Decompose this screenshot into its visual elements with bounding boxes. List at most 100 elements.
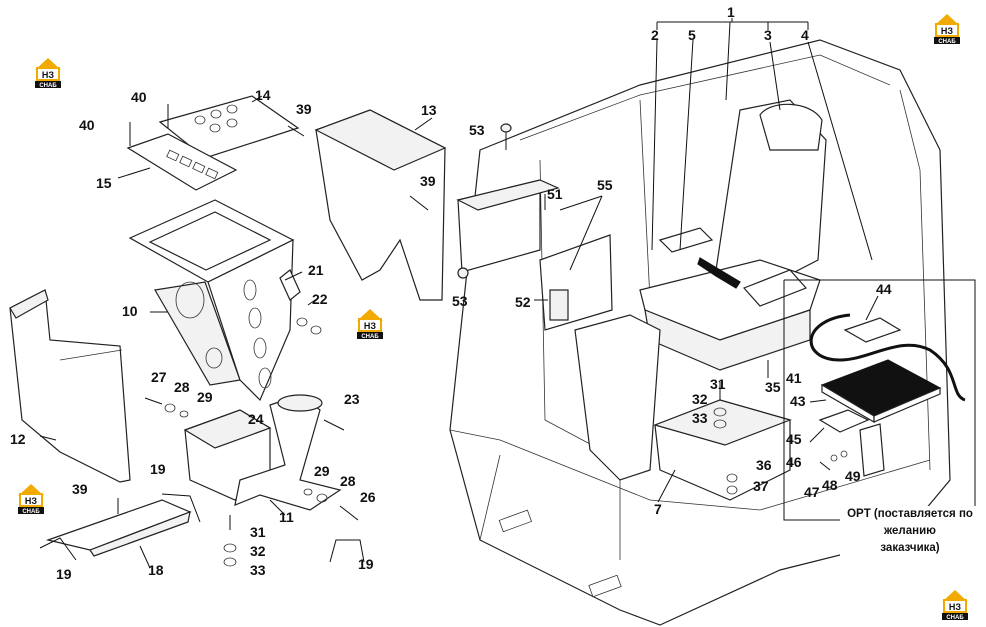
callout-45: 45 — [786, 431, 802, 447]
callout-51: 51 — [547, 186, 563, 202]
callout-4: 4 — [801, 27, 809, 43]
post-46 — [859, 423, 885, 477]
watermark-logo-icon: НЗ СНАБ — [16, 482, 46, 516]
callout-3: 3 — [764, 27, 772, 43]
callout-1: 1 — [727, 4, 735, 20]
callout-44: 44 — [876, 281, 892, 297]
svg-text:СНАБ: СНАБ — [946, 615, 964, 621]
handle-19a — [161, 493, 201, 523]
washer-37 — [726, 485, 738, 495]
callout-48: 48 — [822, 477, 838, 493]
callout-33b: 33 — [250, 562, 266, 578]
callout-10: 10 — [122, 303, 138, 319]
callout-7: 7 — [654, 501, 662, 517]
callout-49: 49 — [845, 468, 861, 484]
svg-text:СНАБ: СНАБ — [22, 509, 40, 515]
knob-53a — [500, 123, 512, 133]
opt-note-line3: заказчика) — [880, 542, 940, 554]
washer-28a — [164, 403, 176, 413]
bracket-45 — [818, 409, 870, 433]
callout-35: 35 — [765, 379, 781, 395]
leader-lines — [39, 18, 879, 569]
plate-15 — [126, 133, 238, 191]
callout-23: 23 — [344, 391, 360, 407]
callout-31b: 31 — [250, 524, 266, 540]
callout-28a: 28 — [174, 379, 190, 395]
step-18 — [45, 499, 192, 557]
callout-19b: 19 — [56, 566, 72, 582]
bolt-23 — [323, 419, 345, 431]
washer-32a — [713, 407, 727, 417]
opt-note-line1: OPT (поставляется по — [847, 508, 973, 520]
bolt-27 — [144, 397, 163, 405]
callout-43: 43 — [790, 393, 806, 409]
handle-19c — [329, 539, 365, 563]
washer-32b — [223, 543, 237, 553]
pedestal-11 — [234, 394, 342, 511]
svg-text:СНАБ: СНАБ — [39, 83, 57, 89]
callout-15: 15 — [96, 175, 112, 191]
callout-19a: 19 — [150, 461, 166, 477]
panel-12 — [9, 289, 131, 483]
callout-39c: 39 — [72, 481, 88, 497]
washer-36 — [726, 473, 738, 483]
svg-text:НЗ: НЗ — [949, 602, 961, 612]
callout-21: 21 — [308, 262, 324, 278]
bolt-39a — [287, 125, 305, 137]
callout-36: 36 — [756, 457, 772, 473]
bolt-26 — [339, 505, 359, 521]
callout-52: 52 — [515, 294, 531, 310]
callout-40a: 40 — [131, 89, 147, 105]
callout-11: 11 — [279, 509, 294, 525]
washer-33a — [713, 419, 727, 429]
nut-29a — [179, 410, 189, 418]
nut-49 — [840, 450, 848, 458]
callout-47: 47 — [804, 484, 820, 500]
belt-44 — [809, 313, 966, 402]
watermark-logo-icon: НЗ СНАБ — [940, 588, 970, 622]
callout-46: 46 — [786, 454, 802, 470]
callout-40b: 40 — [79, 117, 95, 133]
nut-29b — [303, 488, 313, 496]
callout-33a: 33 — [692, 410, 708, 426]
svg-text:НЗ: НЗ — [364, 321, 376, 331]
washer-22a — [296, 317, 308, 327]
callout-2: 2 — [651, 27, 659, 43]
opt-note-line2: желанию — [884, 525, 936, 537]
frame-10 — [128, 199, 295, 402]
callout-18: 18 — [148, 562, 164, 578]
callout-53a: 53 — [469, 122, 485, 138]
washer-33b — [223, 557, 237, 567]
callout-labels: 1 2 5 3 4 40 14 40 39 13 53 15 39 51 55 … — [10, 4, 892, 582]
seat-1 — [639, 99, 827, 371]
callout-37: 37 — [753, 478, 769, 494]
callout-29b: 29 — [314, 463, 330, 479]
callout-13: 13 — [421, 102, 437, 118]
callout-55: 55 — [597, 177, 613, 193]
svg-text:НЗ: НЗ — [25, 496, 37, 506]
callout-39a: 39 — [296, 101, 312, 117]
bolt-47 — [819, 461, 831, 471]
callout-53b: 53 — [452, 293, 468, 309]
callout-39b: 39 — [420, 173, 436, 189]
lever-21 — [279, 269, 301, 301]
svg-text:СНАБ: СНАБ — [938, 39, 956, 45]
callout-32a: 32 — [692, 391, 708, 407]
callout-24: 24 — [248, 411, 264, 427]
callout-5: 5 — [688, 27, 696, 43]
box-51 — [456, 179, 560, 273]
handle-19b — [39, 537, 77, 561]
callout-12: 12 — [10, 431, 26, 447]
svg-text:СНАБ: СНАБ — [361, 334, 379, 340]
callout-31a: 31 — [710, 376, 726, 392]
buckle-44 — [843, 317, 902, 343]
opt-note: OPT (поставляется по желанию заказчика) — [840, 506, 980, 557]
console-box — [574, 314, 792, 501]
callout-29a: 29 — [197, 389, 213, 405]
callout-32b: 32 — [250, 543, 266, 559]
callout-26: 26 — [360, 489, 376, 505]
knob-53b — [457, 267, 469, 279]
washer-28b — [316, 493, 328, 503]
